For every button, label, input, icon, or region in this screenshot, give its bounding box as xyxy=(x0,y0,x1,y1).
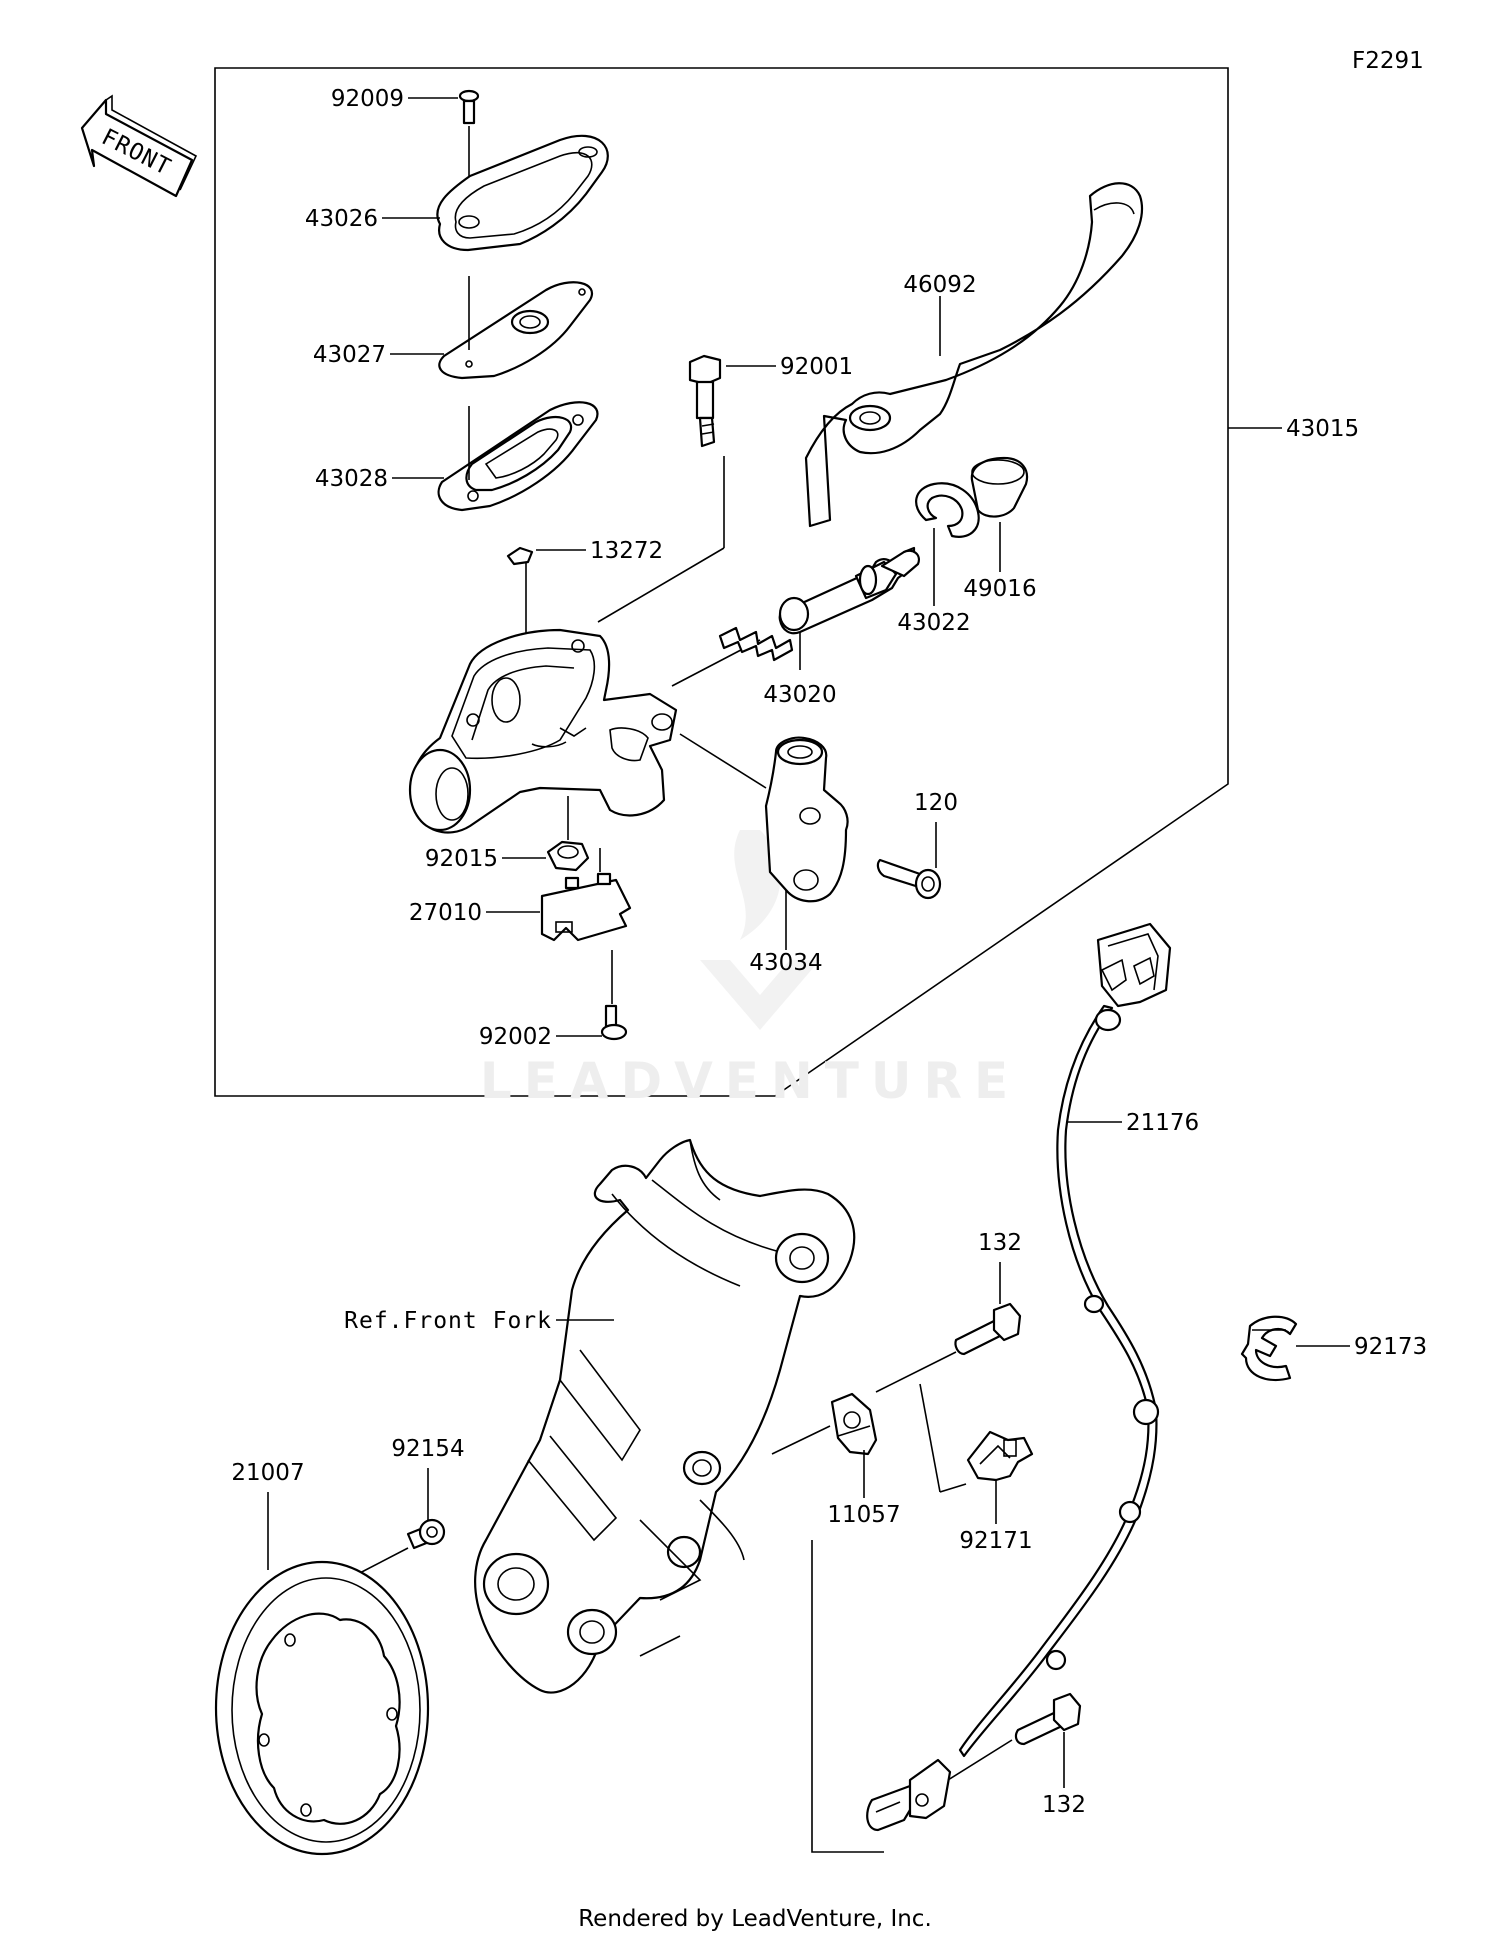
diaphragm-43028 xyxy=(437,401,599,512)
bolt-120 xyxy=(876,858,942,900)
label-92171: 92171 xyxy=(959,1528,1032,1554)
front-fork xyxy=(474,1138,856,1694)
circlip-43022 xyxy=(915,482,980,538)
label-132-top: 132 xyxy=(978,1230,1022,1256)
label-92154: 92154 xyxy=(391,1436,464,1462)
bolt-132-bottom xyxy=(1014,1692,1082,1746)
speed-sensor xyxy=(866,1758,952,1832)
label-120: 120 xyxy=(914,790,958,816)
clamp-43034 xyxy=(764,736,849,903)
lever-46092 xyxy=(804,182,1144,528)
harness-21176 xyxy=(958,922,1172,1758)
label-21007: 21007 xyxy=(231,1460,304,1486)
clamp-92171 xyxy=(966,1430,1034,1482)
label-43022: 43022 xyxy=(897,610,970,636)
bolt-92154 xyxy=(406,1518,446,1550)
screw-92009 xyxy=(458,89,480,214)
nut-92015 xyxy=(546,840,590,872)
assembly-frame xyxy=(214,67,1229,1097)
label-43015: 43015 xyxy=(1286,416,1359,442)
label-49016: 49016 xyxy=(963,576,1036,602)
figure-code: F2291 xyxy=(1352,48,1424,74)
label-43027: 43027 xyxy=(313,342,386,368)
label-43026: 43026 xyxy=(305,206,378,232)
label-92015: 92015 xyxy=(425,846,498,872)
piston-43020 xyxy=(718,546,920,662)
label-11057: 11057 xyxy=(827,1502,900,1528)
bolt-92001 xyxy=(688,354,722,448)
screw-92002 xyxy=(600,1004,628,1041)
watermark: LEADVENTURE xyxy=(480,1052,1020,1110)
label-92001: 92001 xyxy=(780,354,853,380)
bracket-11057 xyxy=(830,1392,878,1456)
label-21176: 21176 xyxy=(1126,1110,1199,1136)
label-43020: 43020 xyxy=(763,682,836,708)
front-arrow-icon: FRONT xyxy=(80,94,198,198)
clip-92173 xyxy=(1240,1315,1298,1382)
boot-49016 xyxy=(970,456,1029,518)
label-92009: 92009 xyxy=(331,86,404,112)
label-92173: 92173 xyxy=(1354,1334,1427,1360)
label-43034: 43034 xyxy=(749,950,822,976)
label-27010: 27010 xyxy=(409,900,482,926)
sensor-ring-21007 xyxy=(214,1560,430,1856)
switch-27010 xyxy=(540,872,632,942)
bolt-132-top xyxy=(954,1302,1022,1356)
label-43028: 43028 xyxy=(315,466,388,492)
label-13272: 13272 xyxy=(590,538,663,564)
label-ref-front-fork: Ref.Front Fork xyxy=(344,1308,552,1334)
plate-43027 xyxy=(438,276,594,380)
reservoir-cover-43026 xyxy=(436,134,609,252)
label-92002: 92002 xyxy=(479,1024,552,1050)
label-46092: 46092 xyxy=(903,272,976,298)
label-132-bottom: 132 xyxy=(1042,1792,1086,1818)
master-cylinder-body xyxy=(408,628,678,834)
footer-credit: Rendered by LeadVenture, Inc. xyxy=(578,1906,932,1932)
